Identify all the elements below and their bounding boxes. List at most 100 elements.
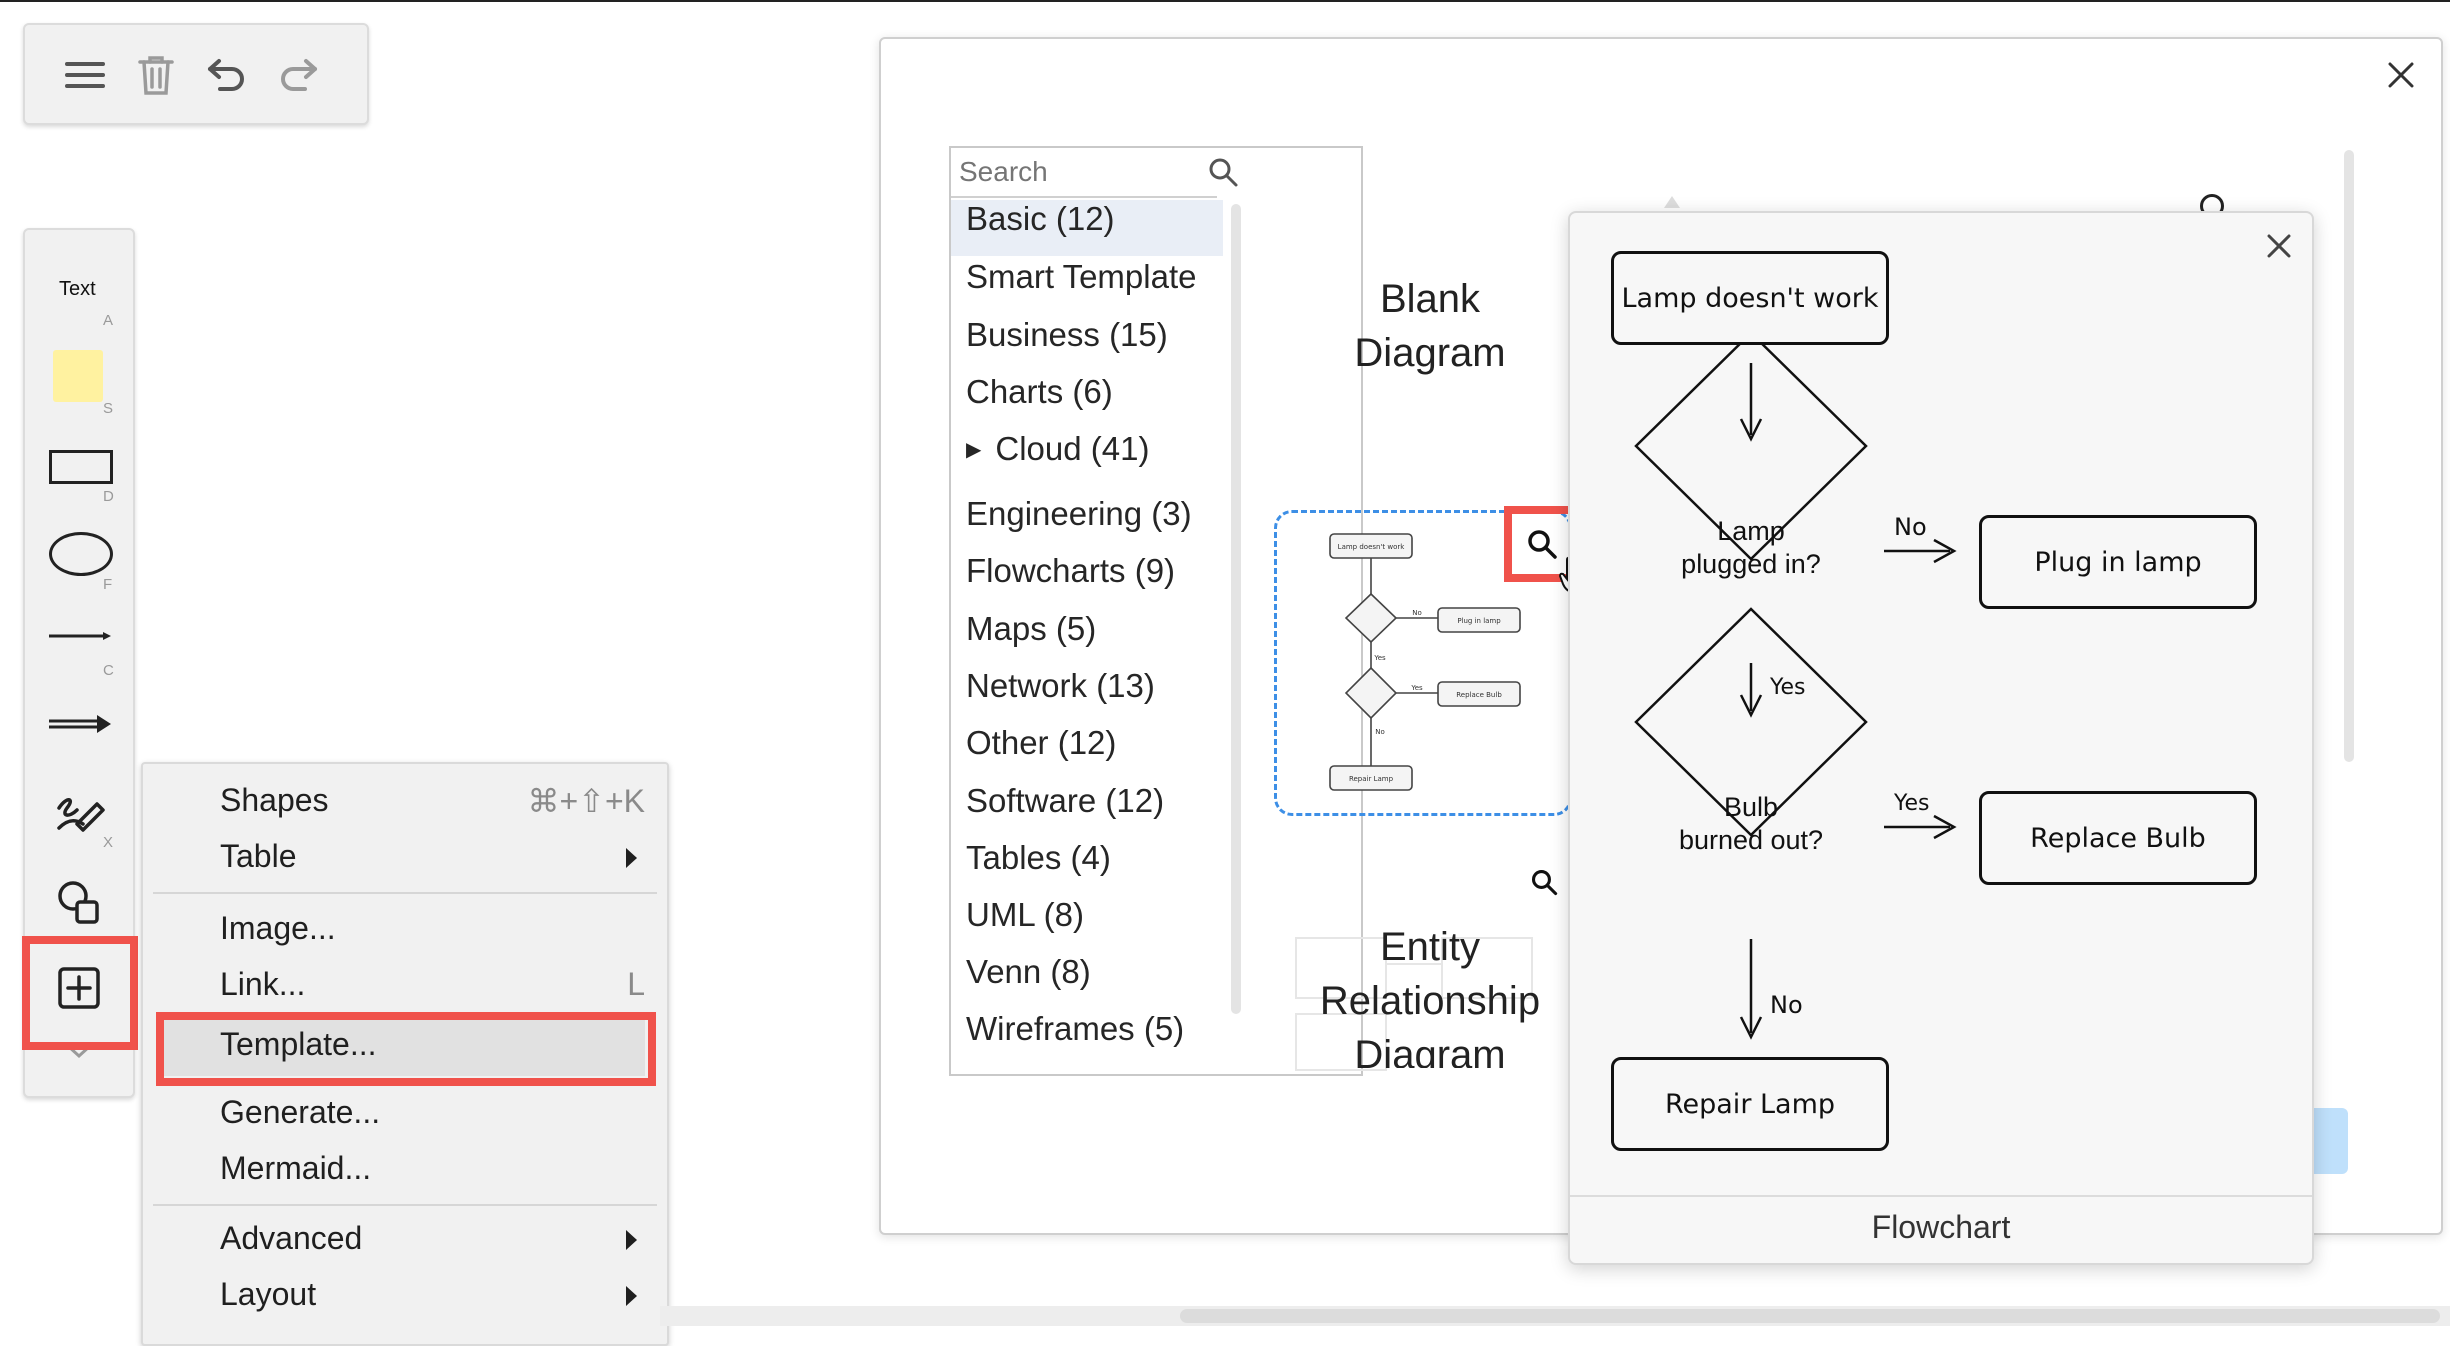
category-item[interactable]: UML (8) bbox=[966, 896, 1084, 933]
close-icon[interactable] bbox=[2386, 60, 2416, 95]
shortcut-label: D bbox=[103, 488, 114, 505]
canvas-scrollbar-thumb[interactable] bbox=[1180, 1309, 2440, 1323]
category-item[interactable]: Tables (4) bbox=[966, 839, 1111, 876]
trash-icon[interactable] bbox=[134, 53, 178, 97]
preview-scrollbar[interactable] bbox=[2344, 150, 2354, 762]
insert-plus-icon[interactable] bbox=[57, 966, 101, 1015]
category-item[interactable]: Charts (6) bbox=[966, 373, 1113, 410]
menu-separator bbox=[153, 1204, 657, 1206]
er-title-line: Relationship bbox=[1319, 979, 1541, 1023]
expand-arrow-icon[interactable]: ▶ bbox=[966, 439, 982, 461]
node-label: plugged in? bbox=[1681, 549, 1821, 579]
link-shortcut: L bbox=[627, 966, 645, 1002]
node-label: Bulb bbox=[1723, 792, 1779, 822]
menu-item-layout[interactable]: Layout bbox=[220, 1276, 317, 1312]
edge-label-yes: Yes bbox=[1894, 791, 1930, 816]
line-tool[interactable] bbox=[47, 626, 111, 651]
flow-node-start: Lamp doesn't work bbox=[1611, 251, 1889, 345]
flowchart-preview-popup: Lamp doesn't work Lamp plugged in? Plug … bbox=[1568, 211, 2314, 1265]
category-item[interactable]: Business (15) bbox=[966, 316, 1168, 353]
category-label: Cloud (41) bbox=[995, 430, 1150, 467]
flowchart-connectors bbox=[1634, 331, 1957, 1040]
submenu-arrow-icon bbox=[626, 1286, 637, 1306]
category-item[interactable]: Flowcharts (9) bbox=[966, 552, 1176, 589]
er-title-line: Diagram bbox=[1354, 1033, 1506, 1068]
thumb-label: Lamp doesn't work bbox=[1338, 543, 1406, 551]
menu-item-template[interactable]: Template... bbox=[220, 1026, 377, 1062]
thumb-label: Yes bbox=[1410, 684, 1423, 692]
flow-node-repair-lamp: Repair Lamp bbox=[1611, 1057, 1889, 1151]
template-blank-title[interactable]: Blank Diagram bbox=[1310, 272, 1550, 380]
edge-label-yes: Yes bbox=[1770, 675, 1806, 700]
category-item[interactable]: Maps (5) bbox=[966, 610, 1097, 647]
node-label: Repair Lamp bbox=[1664, 1088, 1836, 1120]
close-icon[interactable] bbox=[2266, 233, 2292, 264]
sticky-note-tool[interactable] bbox=[53, 350, 103, 402]
redo-icon[interactable] bbox=[276, 53, 320, 97]
menu-icon[interactable] bbox=[63, 53, 107, 97]
menu-item-mermaid[interactable]: Mermaid... bbox=[220, 1150, 372, 1186]
category-item[interactable]: Engineering (3) bbox=[966, 495, 1192, 532]
top-toolbar bbox=[23, 23, 369, 125]
submenu-arrow-icon bbox=[626, 848, 637, 868]
category-scrollbar[interactable] bbox=[1231, 204, 1241, 1014]
text-tool[interactable]: Text bbox=[59, 278, 96, 300]
search-icon[interactable] bbox=[1207, 156, 1239, 193]
search-input[interactable] bbox=[951, 148, 1217, 198]
thumb-label: No bbox=[1375, 728, 1385, 736]
hidden-shape-fragment bbox=[1664, 196, 1680, 208]
er-zoom-icon[interactable] bbox=[1530, 868, 1560, 903]
shapes-toolbar: Text A S D F C X bbox=[23, 228, 135, 1098]
shapes-shortcut: ⌘+⇧+K bbox=[527, 783, 645, 819]
category-item[interactable]: Other (12) bbox=[966, 724, 1117, 761]
menu-item-link[interactable]: Link... bbox=[220, 966, 306, 1002]
category-item[interactable]: Software (12) bbox=[966, 782, 1165, 819]
edge-label-no: No bbox=[1770, 991, 1803, 1019]
shortcut-label: S bbox=[103, 400, 114, 417]
menu-item-generate[interactable]: Generate... bbox=[220, 1094, 381, 1130]
shapes-library-icon[interactable] bbox=[55, 878, 103, 931]
insert-button-highlight bbox=[22, 936, 138, 1050]
node-label: Lamp bbox=[1717, 516, 1785, 546]
freehand-icon[interactable] bbox=[55, 790, 105, 841]
category-item[interactable]: Venn (8) bbox=[966, 953, 1091, 990]
category-item[interactable]: Wireframes (5) bbox=[966, 1010, 1185, 1047]
blank-title-line: Blank bbox=[1379, 277, 1481, 321]
arrow-tool[interactable] bbox=[47, 712, 111, 741]
menu-item-image[interactable]: Image... bbox=[220, 910, 336, 946]
preview-title: Flowchart bbox=[1871, 1209, 2011, 1245]
node-label: Plug in lamp bbox=[2034, 546, 2202, 578]
thumb-label: Plug in lamp bbox=[1457, 617, 1501, 625]
submenu-arrow-icon bbox=[626, 1230, 637, 1250]
preview-footer-divider bbox=[1570, 1195, 2312, 1197]
category-item[interactable]: Network (13) bbox=[966, 667, 1155, 704]
flow-node-decision-bulb: Bulb burned out? bbox=[1644, 791, 1858, 857]
flow-node-decision-plugged: Lamp plugged in? bbox=[1644, 515, 1858, 581]
shortcut-label: X bbox=[103, 834, 114, 851]
insert-menu: Shapes ⌘+⇧+K Table Image... Link... L Te… bbox=[141, 762, 669, 1346]
category-item[interactable]: Basic (12) bbox=[966, 200, 1115, 237]
menu-item-table[interactable]: Table bbox=[220, 838, 297, 874]
blank-title-line: Diagram bbox=[1354, 331, 1506, 375]
menu-item-shapes[interactable]: Shapes bbox=[220, 782, 329, 818]
thumb-label: Replace Bulb bbox=[1456, 691, 1502, 699]
rectangle-tool[interactable] bbox=[49, 450, 113, 484]
menu-separator bbox=[153, 892, 657, 894]
er-title-line: Entity bbox=[1379, 925, 1481, 969]
ellipse-tool[interactable] bbox=[49, 532, 113, 576]
er-thumbnail-drawing bbox=[1295, 937, 1533, 1071]
category-item[interactable]: Smart Template bbox=[966, 258, 1197, 295]
undo-icon[interactable] bbox=[205, 53, 249, 97]
menu-item-advanced[interactable]: Advanced bbox=[220, 1220, 363, 1256]
top-border bbox=[0, 0, 2450, 2]
category-item[interactable]: ▶ Cloud (41) bbox=[966, 430, 1149, 468]
thumbnail-zoom-icon[interactable] bbox=[1526, 528, 1560, 567]
shortcut-label: A bbox=[103, 312, 114, 329]
flow-node-replace-bulb: Replace Bulb bbox=[1979, 791, 2257, 885]
thumb-label: No bbox=[1412, 609, 1422, 617]
node-label: burned out? bbox=[1678, 825, 1824, 855]
template-er-title[interactable]: Entity Relationship Diagram bbox=[1300, 920, 1560, 1068]
template-item-highlight bbox=[156, 1012, 656, 1086]
thumb-label: Repair Lamp bbox=[1349, 775, 1394, 783]
